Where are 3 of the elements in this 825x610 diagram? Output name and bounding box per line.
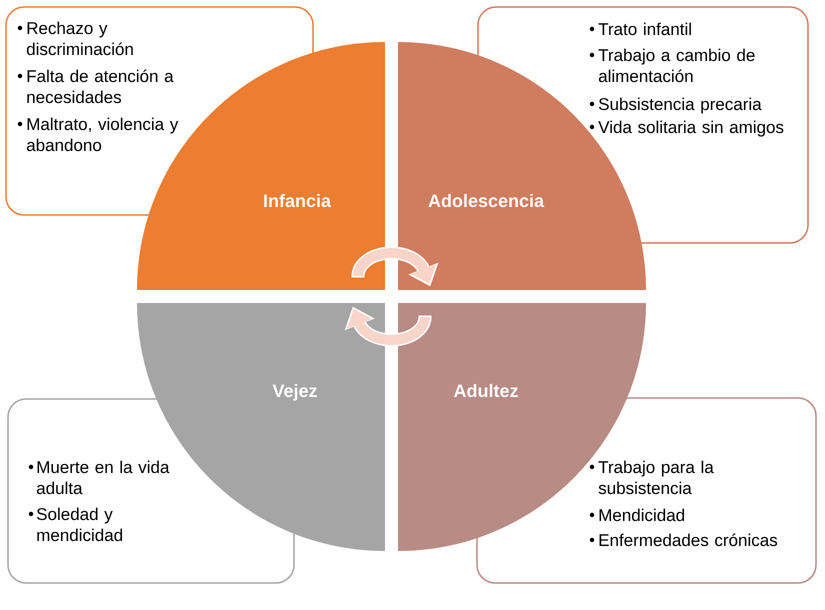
list-item: Trato infantil (598, 22, 691, 36)
list-item: Rechazo y discriminación (26, 22, 133, 56)
list-item: Soledad y mendicidad (36, 508, 122, 542)
